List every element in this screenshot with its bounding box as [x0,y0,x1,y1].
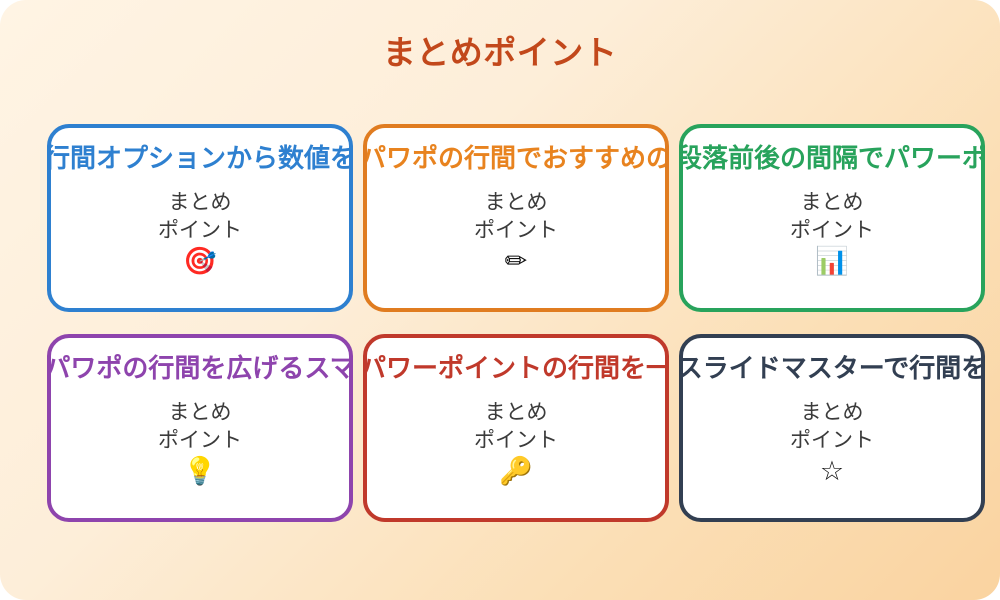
card-heading: スライドマスターで行間を [679,353,985,383]
summary-card-1[interactable]: 行間オプションから数値を まとめ ポイント 🎯 [47,124,353,312]
summary-card-2[interactable]: パワポの行間でおすすめの まとめ ポイント ✏ [363,124,669,312]
pencil-icon: ✏ [504,245,528,276]
card-body-text: まとめ ポイント [158,401,242,452]
dart-target-icon: 🎯 [183,245,217,276]
bar-chart-icon: 📊 [815,245,849,276]
star-icon: ☆ [819,455,845,486]
summary-point-card-grid: 行間オプションから数値を まとめ ポイント 🎯 パワポの行間でおすすめの まとめ… [47,124,985,522]
lightbulb-icon: 💡 [183,455,217,486]
card-body-text: まとめ ポイント [474,191,558,242]
card-body-text: まとめ ポイント [158,191,242,242]
card-heading: パワポの行間を広げるスマ [47,353,353,383]
summary-card-6[interactable]: スライドマスターで行間を まとめ ポイント ☆ [679,334,985,522]
card-heading: パワポの行間でおすすめの [363,143,669,173]
card-body-text: まとめ ポイント [790,191,874,242]
card-heading: 行間オプションから数値を [47,143,353,173]
page-title: まとめポイント [382,34,618,71]
summary-card-3[interactable]: 段落前後の間隔でパワーポ まとめ ポイント 📊 [679,124,985,312]
card-heading: 段落前後の間隔でパワーポ [679,143,985,173]
summary-card-5[interactable]: パワーポイントの行間を一 まとめ ポイント 🔑 [363,334,669,522]
key-icon: 🔑 [499,455,533,486]
card-body-text: まとめ ポイント [790,401,874,452]
card-heading: パワーポイントの行間を一 [363,353,669,383]
summary-card-4[interactable]: パワポの行間を広げるスマ まとめ ポイント 💡 [47,334,353,522]
card-body-text: まとめ ポイント [474,401,558,452]
